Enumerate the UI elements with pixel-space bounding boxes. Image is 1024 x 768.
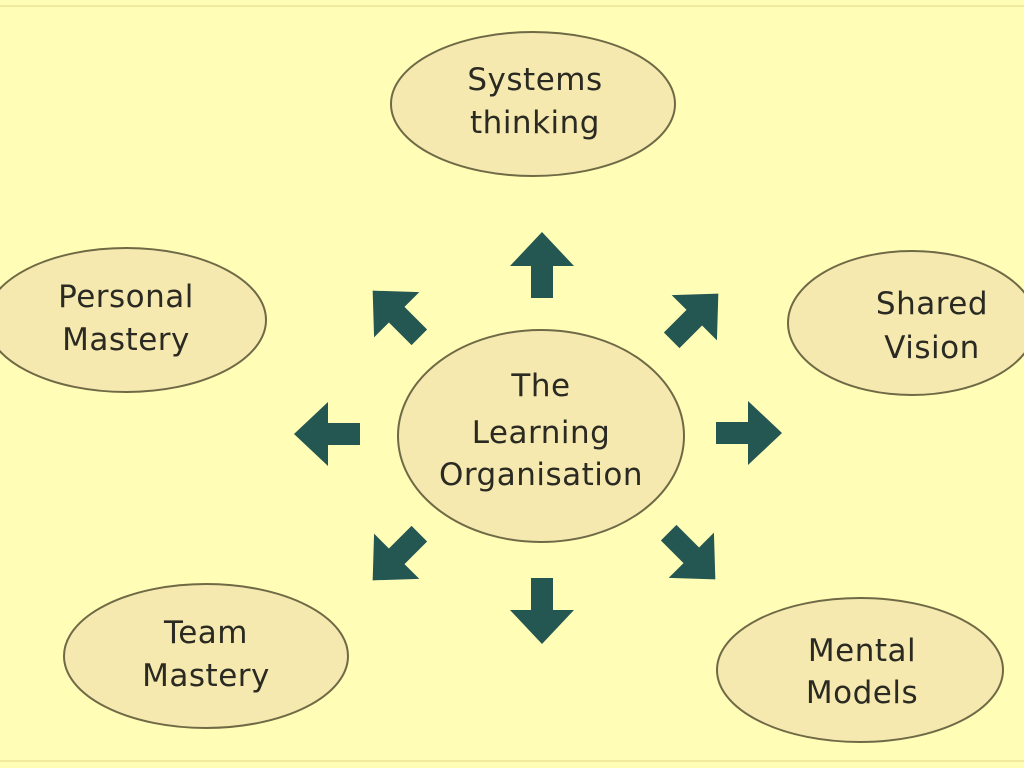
node-shared-vision-shape [787,250,1024,396]
node-mental-models-line-2: Models [806,675,918,711]
node-personal-mastery-shape [0,247,267,393]
arrow-right-shape [716,401,782,465]
node-team-mastery: Team Mastery [63,583,349,729]
node-personal-mastery-line-1: Personal [58,279,194,315]
node-team-mastery-line-1: Team [163,615,248,651]
node-mental-models: Mental Models [716,597,1004,743]
arrow-up-shape [510,232,574,298]
arrow-down-right-shape [660,524,716,580]
node-systems-thinking: Systems thinking [390,31,676,177]
center-node-line-1: The [510,368,570,404]
arrow-up-right-icon [663,293,719,349]
arrow-down-right-icon [660,524,716,580]
node-personal-mastery-line-2: Mastery [62,322,190,358]
center-node-shape [397,329,685,543]
node-team-mastery-shape [63,583,349,729]
node-systems-thinking-line-1: Systems [467,62,602,98]
node-systems-thinking-shape [390,31,676,177]
arrow-up-left-shape [372,290,428,346]
node-personal-mastery: Personal Mastery [0,247,267,393]
arrow-up-icon [510,232,574,298]
arrow-left-shape [294,402,360,466]
arrow-down-icon [510,578,574,644]
node-team-mastery-line-2: Mastery [142,658,270,694]
node-shared-vision-line-1: Shared [876,286,988,322]
arrow-down-shape [510,578,574,644]
arrow-left-icon [294,402,360,466]
center-node-line-3: Organisation [439,457,643,493]
node-shared-vision: Shared Vision [787,250,1024,396]
arrow-down-left-icon [372,525,428,581]
center-node-line-2: Learning [472,415,611,451]
arrow-up-right-shape [663,293,719,349]
bottom-divider [0,760,1024,762]
arrow-right-icon [716,401,782,465]
node-shared-vision-line-2: Vision [884,330,980,366]
node-systems-thinking-line-2: thinking [470,105,600,141]
node-mental-models-shape [716,597,1004,743]
top-divider [0,5,1024,7]
node-mental-models-line-1: Mental [808,633,916,669]
arrow-down-left-shape [372,525,428,581]
arrow-up-left-icon [372,290,428,346]
center-node: The Learning Organisation [397,329,685,543]
